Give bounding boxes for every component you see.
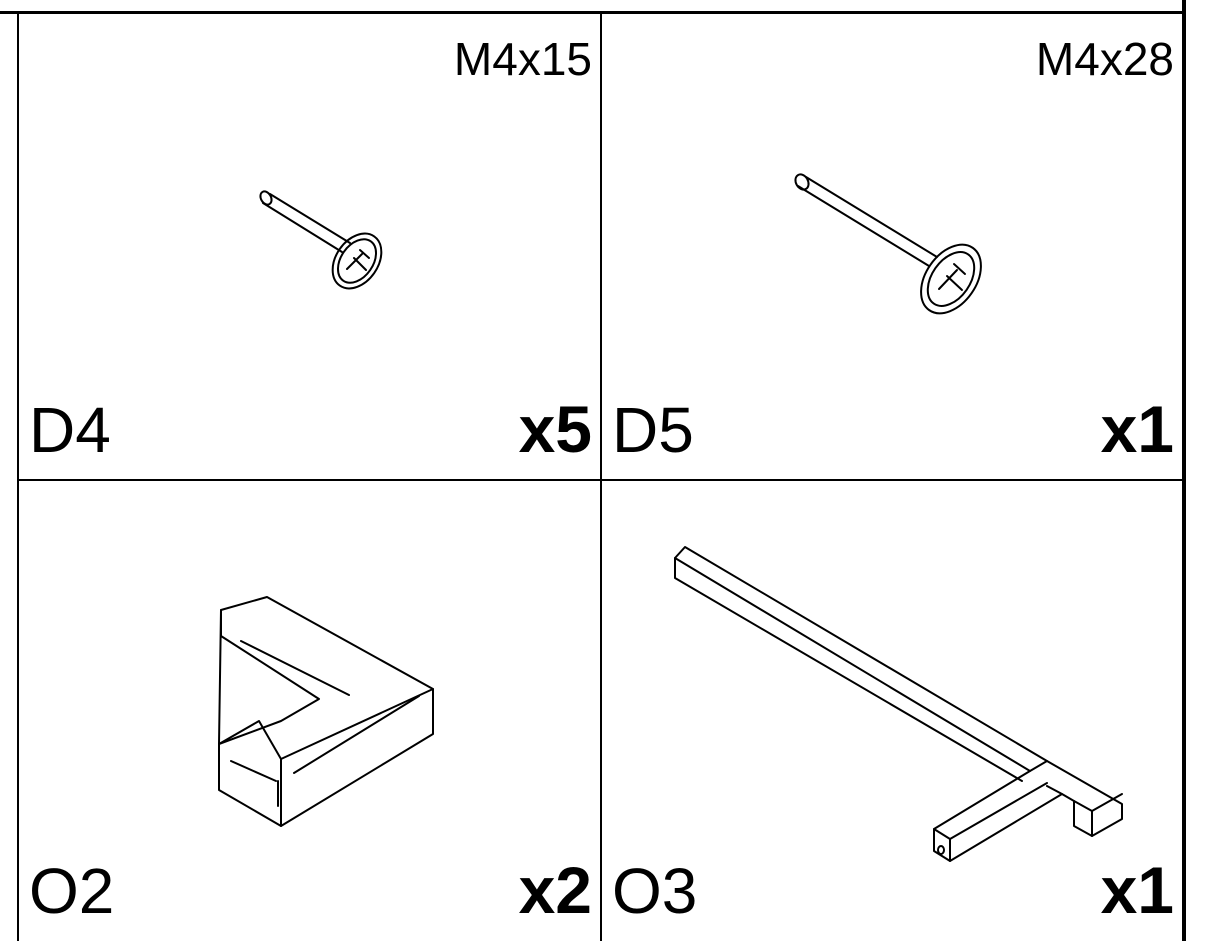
frame-right-border — [1182, 0, 1186, 941]
short-screw-icon — [259, 190, 383, 290]
part-quantity: x2 — [518, 853, 592, 927]
part-code: O2 — [29, 855, 115, 927]
part-cell-d4: M4x15 D4 x5 — [19, 14, 600, 479]
part-cell-o3: O3 x1 — [602, 481, 1182, 941]
part-code: O3 — [612, 855, 698, 927]
grid-divider-horizontal — [18, 479, 1184, 481]
grid-divider-vertical — [600, 12, 602, 941]
part-quantity: x1 — [1100, 392, 1174, 466]
frame-top-border — [0, 11, 1186, 14]
part-code: D5 — [612, 394, 694, 466]
t-bar-icon — [674, 546, 1123, 862]
l-bracket-icon — [218, 596, 434, 827]
part-code: D4 — [29, 394, 111, 466]
part-spec: M4x28 — [1035, 33, 1174, 85]
part-spec: M4x15 — [453, 33, 592, 85]
part-quantity: x1 — [1100, 853, 1174, 927]
part-quantity: x5 — [518, 392, 592, 466]
part-cell-o2: O2 x2 — [19, 481, 600, 941]
long-screw-icon — [794, 173, 982, 315]
part-cell-d5: M4x28 D5 x1 — [602, 14, 1182, 479]
frame-left-border — [17, 12, 19, 941]
